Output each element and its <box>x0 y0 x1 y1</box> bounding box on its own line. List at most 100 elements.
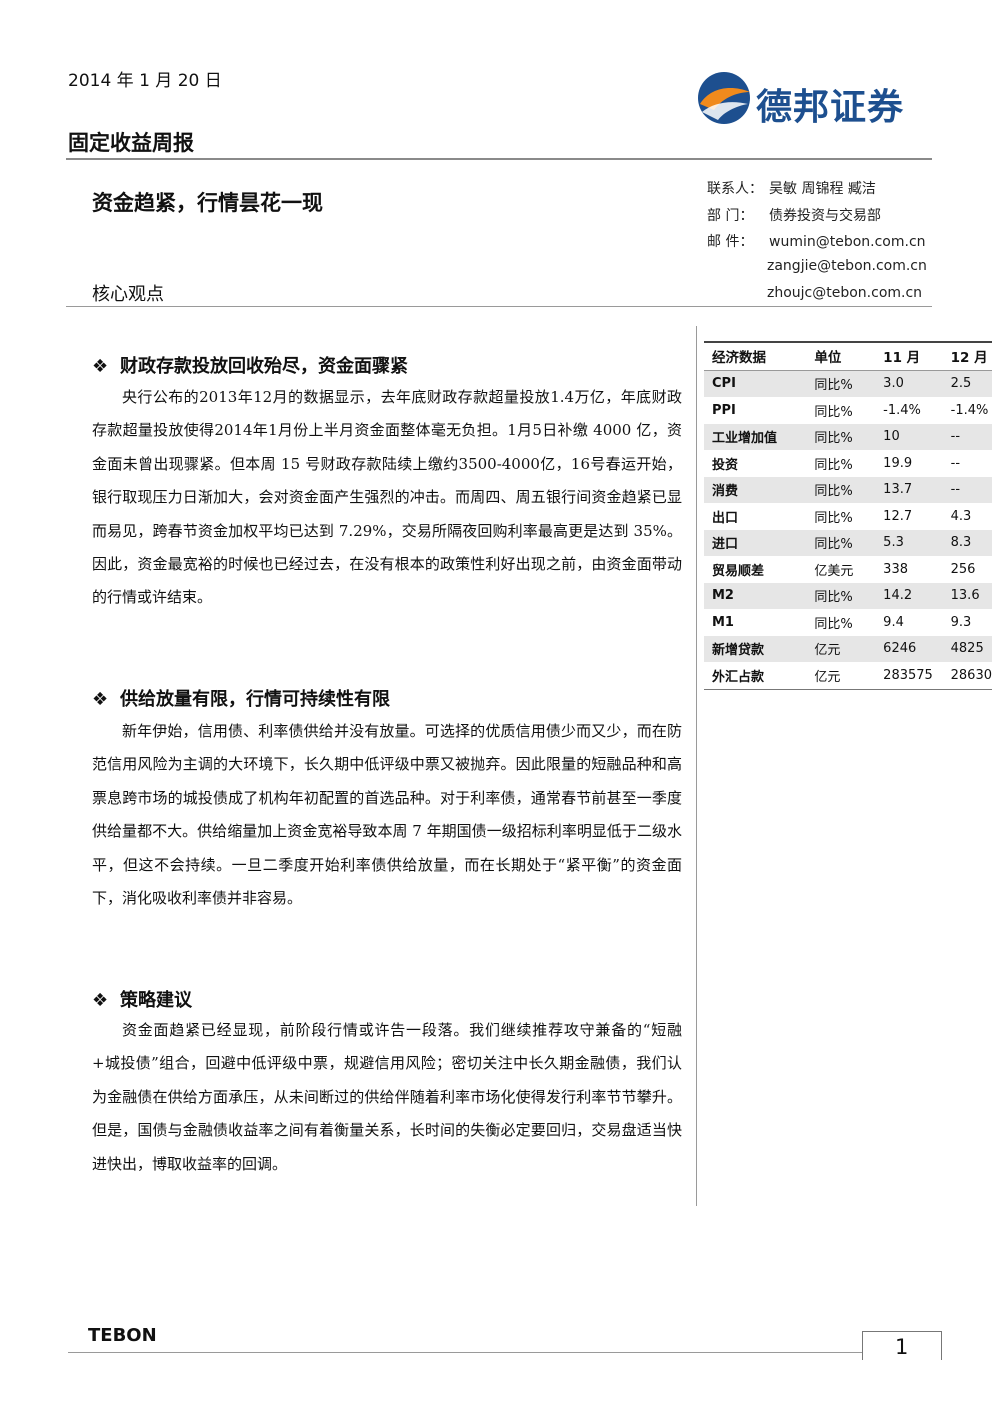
report-date: 2014 年 1 月 20 日 <box>68 71 222 91</box>
table-cell: 工业增加值 <box>704 423 807 450</box>
table-cell: -- <box>942 476 992 503</box>
table-cell: 亿元 <box>806 635 876 662</box>
table-cell: -1.4% <box>950 402 989 418</box>
footer-divider <box>68 1352 863 1353</box>
report-headline: 资金趋紧，行情昙花一现 <box>92 191 323 215</box>
section-body: 资金面趋紧已经显现，前阶段行情或许告一段落。我们继续推荐攻守兼备的“短融+城投债… <box>92 1021 682 1173</box>
table-cell: 新增贷款 <box>704 635 807 662</box>
email-link[interactable]: zangjie@tebon.com.cn <box>767 258 927 274</box>
table-cell: 同比% <box>806 370 876 397</box>
contact-dept-name: 债券投资与交易部 <box>769 208 881 224</box>
table-cell: 2.5 <box>942 370 992 397</box>
table-cell: 亿元 <box>806 662 876 690</box>
table-cell: 投资 <box>712 457 739 473</box>
table-cell: M2 <box>704 582 807 609</box>
column-divider <box>696 326 697 1206</box>
table-cell: 同比% <box>806 529 876 556</box>
table-cell: 贸易顺差 <box>712 563 765 579</box>
table-cell: 9.3 <box>950 614 972 630</box>
section-body: 新年伊始，信用债、利率债供给并没有放量。可选择的优质信用债少而又少，而在防范信用… <box>92 722 682 908</box>
section-title: ❖供给放量有限，行情可持续性有限 <box>92 689 390 710</box>
table-cell: 4.3 <box>950 508 972 524</box>
section-title: ❖策略建议 <box>92 990 192 1011</box>
table-cell: -1.4% <box>883 402 921 418</box>
page-number-box <box>862 1331 942 1360</box>
email-link[interactable]: zhoujc@tebon.com.cn <box>767 285 923 301</box>
table-row: 工业增加值同比%10-- <box>704 423 992 450</box>
table-cell: PPI <box>712 402 736 418</box>
diamond-bullet-icon: ❖ <box>92 990 109 1011</box>
contact-mail: 邮 件： wumin@tebon.com.cn <box>707 231 926 251</box>
report-type-title: 固定收益周报 <box>68 131 194 155</box>
table-cell: 28630 <box>942 662 992 690</box>
table-cell: 9.4 <box>883 614 904 630</box>
logo-emblem-icon <box>698 72 750 124</box>
header-divider <box>66 158 932 160</box>
footer-brand: TEBON <box>88 1325 157 1346</box>
table-cell: CPI <box>704 370 807 397</box>
table-cell: 10 <box>875 423 943 450</box>
contact-people-label: 联系人： <box>707 181 763 197</box>
contact-mail-label: 邮 件： <box>707 234 754 250</box>
contact-dept: 部 门： 债券投资与交易部 <box>707 205 881 225</box>
table-cell: 同比% <box>814 616 853 632</box>
table-row: 消费同比%13.7-- <box>704 476 992 503</box>
table-cell: 4825 <box>942 635 992 662</box>
core-divider <box>66 306 932 307</box>
table-row: 投资 同比% 19.9 -- <box>704 450 992 477</box>
table-cell: 3.0 <box>875 370 943 397</box>
table-cell: 同比% <box>814 404 853 420</box>
table-row: 贸易顺差 亿美元 338 256 <box>704 556 992 583</box>
table-cell: M1 <box>712 614 734 630</box>
table-header-row: 经济数据 单位 11 月 12 月 <box>704 341 992 371</box>
section-body: 央行公布的2013年12月的数据显示，去年底财政存款超量投放1.4万亿，年底财政… <box>92 388 682 607</box>
table-cell: 同比% <box>806 582 876 609</box>
table-cell: 12.7 <box>883 508 913 524</box>
table-cell: 进口 <box>704 529 807 556</box>
contact-people-names: 吴敏 周锦程 臧洁 <box>769 181 876 197</box>
table-cell: 亿美元 <box>814 563 854 579</box>
table-cell: 283575 <box>875 662 943 690</box>
core-views-label: 核心观点 <box>92 284 164 305</box>
table-cell: -- <box>950 455 961 471</box>
table-cell: 同比% <box>806 476 876 503</box>
email-link[interactable]: wumin@tebon.com.cn <box>769 234 926 250</box>
table-cell: 14.2 <box>875 582 943 609</box>
table-row: 出口 同比% 12.7 4.3 <box>704 503 992 530</box>
table-header-cell: 11 月 <box>875 341 943 371</box>
table-cell: 同比% <box>806 423 876 450</box>
diamond-bullet-icon: ❖ <box>92 356 109 377</box>
table-header-cell: 经济数据 <box>704 341 807 371</box>
table-cell: 5.3 <box>875 529 943 556</box>
table-cell: 8.3 <box>942 529 992 556</box>
table-header-cell: 12 月 <box>942 341 992 371</box>
table-cell: 同比% <box>814 457 853 473</box>
table-cell: 338 <box>883 561 908 577</box>
table-cell: 256 <box>950 561 976 577</box>
section-title: ❖财政存款投放回收殆尽，资金面骤紧 <box>92 356 408 377</box>
table-cell: -- <box>942 423 992 450</box>
table-header-cell: 单位 <box>806 341 876 371</box>
table-cell: 消费 <box>704 476 807 503</box>
diamond-bullet-icon: ❖ <box>92 689 109 710</box>
table-cell: 6246 <box>875 635 943 662</box>
table-cell: 同比% <box>814 510 853 526</box>
logo-text: 德邦证券 <box>756 87 905 128</box>
table-cell: 19.9 <box>883 455 913 471</box>
page-number: 1 <box>895 1335 909 1359</box>
contact-dept-label: 部 门： <box>707 208 754 224</box>
table-row: M1 同比% 9.4 9.3 <box>704 609 992 636</box>
tebon-logo: 德邦证券 <box>696 70 916 128</box>
table-cell: 出口 <box>712 510 739 526</box>
table-cell: 13.6 <box>942 582 992 609</box>
table-row: PPI 同比% -1.4% -1.4% <box>704 397 992 424</box>
contact-people: 联系人： 吴敏 周锦程 臧洁 <box>707 178 876 198</box>
table-cell: 外汇占款 <box>704 662 807 690</box>
table-cell: 13.7 <box>875 476 943 503</box>
